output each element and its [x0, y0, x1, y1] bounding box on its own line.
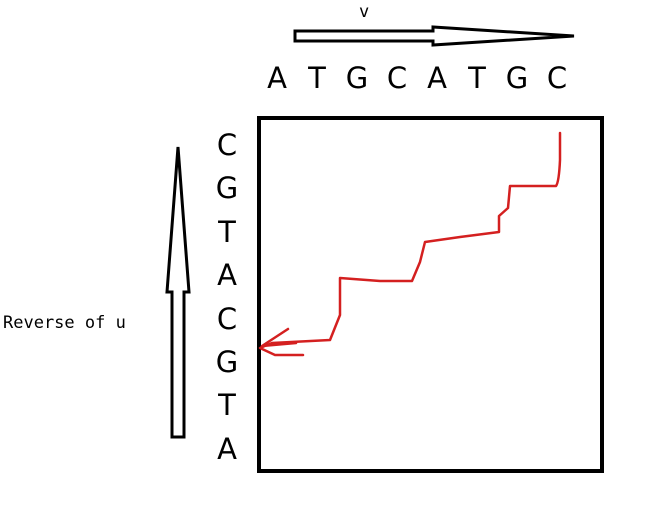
left-sequence-letter: C — [216, 302, 238, 336]
top-sequence-letter: C — [546, 61, 568, 95]
left-sequence-letter: G — [215, 345, 239, 379]
left-sequence-letter: T — [218, 388, 236, 422]
left-sequence-letter: A — [217, 258, 237, 292]
traceback-path — [258, 131, 562, 357]
left-sequence-letter: C — [216, 128, 238, 162]
left-sequence-letter: T — [218, 215, 236, 249]
alignment-grid — [257, 116, 604, 473]
top-sequence-letter: C — [386, 61, 408, 95]
left-sequence-letter: A — [217, 432, 237, 466]
top-sequence-letter: T — [468, 61, 486, 95]
top-sequence-letter: G — [345, 61, 369, 95]
left-sequence-letter: G — [215, 171, 239, 205]
reverse-of-u-label: Reverse of u — [3, 313, 126, 333]
top-sequence-letter: T — [308, 61, 326, 95]
top-sequence-letter: G — [505, 61, 529, 95]
top-sequence-letter: A — [267, 61, 287, 95]
top-sequence-letter: A — [427, 61, 447, 95]
v-label: v — [359, 2, 370, 22]
traceback-arrowhead — [260, 327, 298, 348]
u-reverse-arrow — [165, 146, 191, 439]
v-arrow — [293, 25, 575, 47]
